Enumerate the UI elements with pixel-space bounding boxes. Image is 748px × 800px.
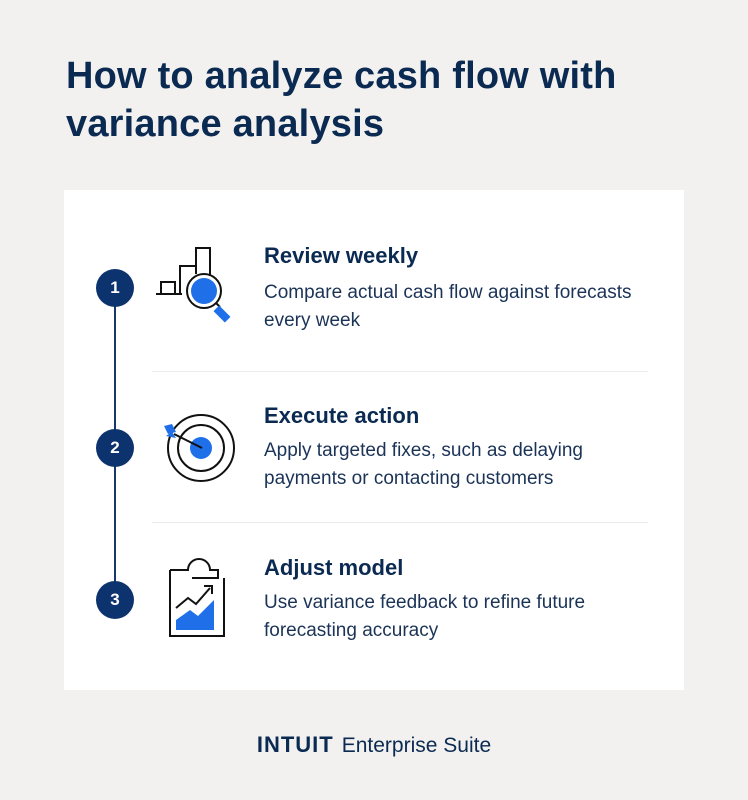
step-number-badge: 1 (96, 269, 134, 307)
product-name: Enterprise Suite (341, 734, 492, 757)
step-description: Apply targeted fixes, such as delaying p… (264, 440, 583, 489)
step-description: Compare actual cash flow against forecas… (264, 282, 632, 331)
divider (152, 371, 648, 372)
step-number-badge: 3 (96, 581, 134, 619)
clipboard-trend-icon (169, 558, 225, 637)
footer-logo: INTUIT Enterprise Suite (0, 732, 748, 758)
step-title: Execute action (264, 403, 420, 428)
steps-card (64, 190, 684, 690)
target-arrow-icon (164, 414, 235, 482)
step-description: Use variance feedback to refine future f… (264, 592, 586, 641)
step-title: Review weekly (264, 243, 419, 268)
brand-wordmark: INTUIT (256, 732, 334, 757)
divider (152, 522, 648, 523)
page-title: How to analyze cash flow with variance a… (66, 55, 617, 145)
step-number-badge: 2 (96, 429, 134, 467)
magnifier-bar-chart-icon (156, 247, 231, 323)
step-title: Adjust model (264, 555, 404, 580)
